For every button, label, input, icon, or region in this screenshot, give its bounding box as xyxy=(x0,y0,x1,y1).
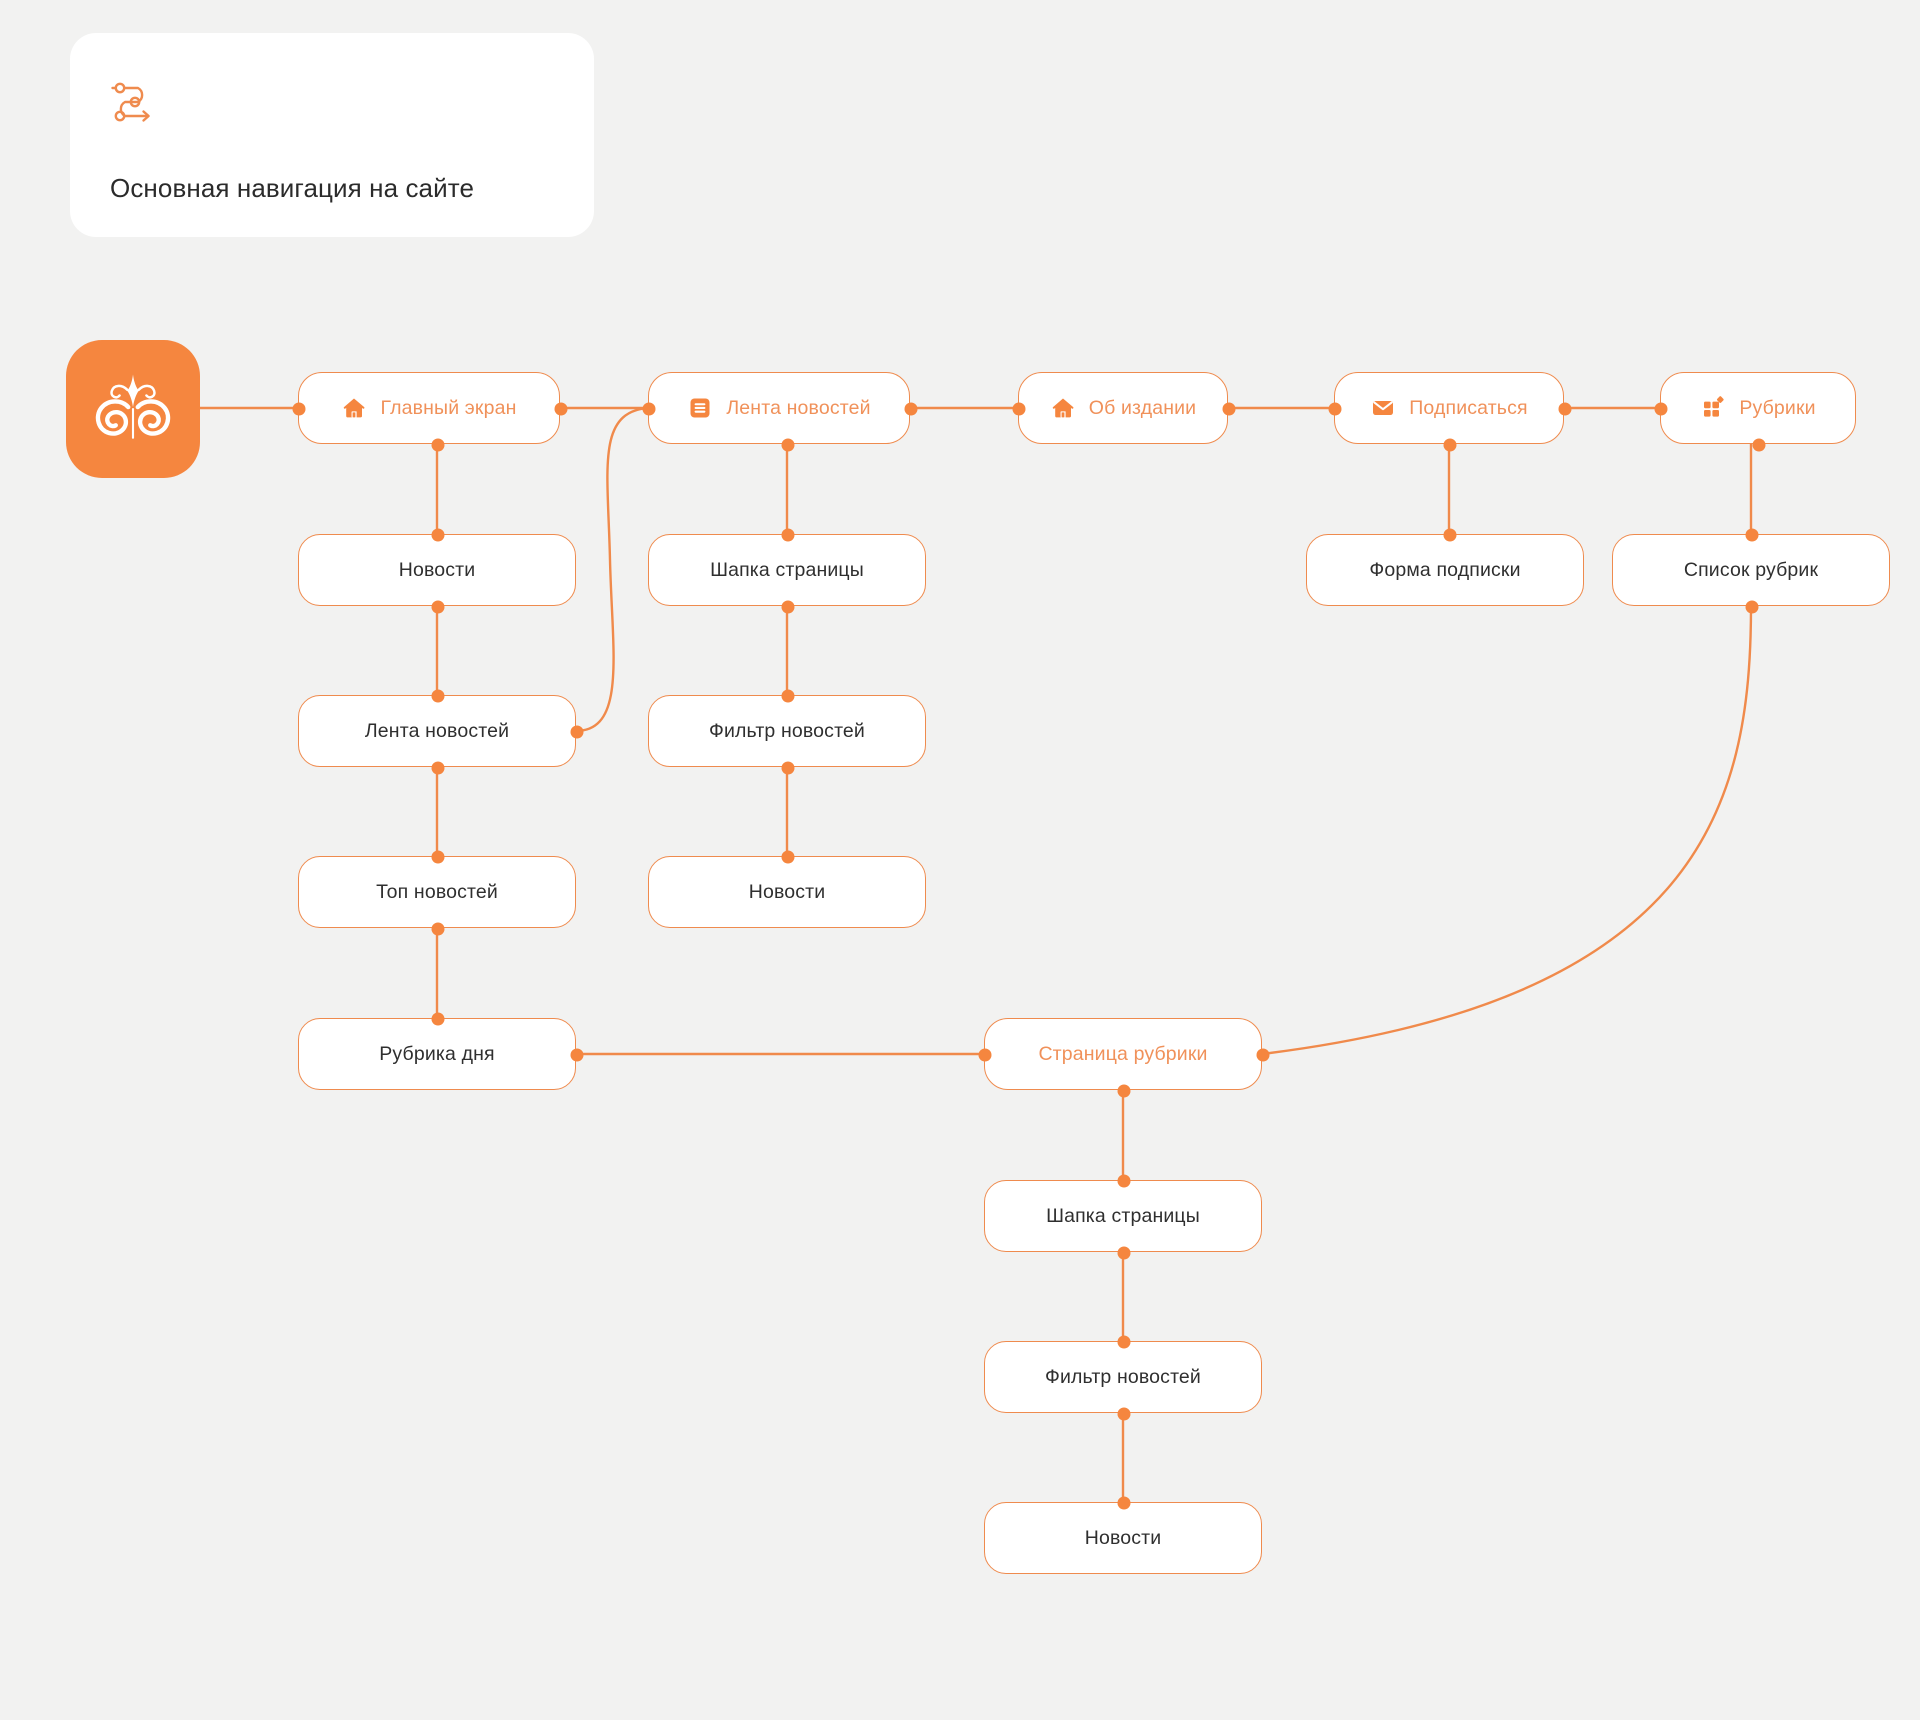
connector-dot-top[interactable] xyxy=(431,528,445,542)
connector-dot-left[interactable] xyxy=(1654,402,1668,416)
node-label: Топ новостей xyxy=(376,880,498,903)
connector-dot-bottom[interactable] xyxy=(431,438,445,452)
node-news-2[interactable]: Новости xyxy=(648,850,926,928)
connector-dot-top[interactable] xyxy=(781,689,795,703)
node-home[interactable]: Главный экран xyxy=(292,372,568,452)
connector-dot-top[interactable] xyxy=(431,1012,445,1026)
node-label: Лента новостей xyxy=(364,719,510,742)
node-label: Шапка страницы xyxy=(1046,1204,1200,1227)
node-label: Лента новостей xyxy=(726,396,871,419)
connector-dot-left[interactable] xyxy=(642,402,656,416)
page-title: Основная навигация на сайте xyxy=(110,173,475,203)
node-news-1[interactable]: Новости xyxy=(298,528,576,614)
node-page-header-1[interactable]: Шапка страницы xyxy=(648,528,926,614)
node-rubrics[interactable]: Рубрики xyxy=(1654,372,1856,452)
node-rubric-list[interactable]: Список рубрик xyxy=(1612,528,1890,614)
connector-dot-left[interactable] xyxy=(1012,402,1026,416)
connector-dot-right[interactable] xyxy=(1558,402,1572,416)
node-news-filter-2[interactable]: Фильтр новостей xyxy=(984,1335,1262,1421)
connector-dot-bottom[interactable] xyxy=(431,761,445,775)
connector-dot-top[interactable] xyxy=(431,850,445,864)
node-label: Страница рубрики xyxy=(1038,1042,1208,1065)
node-about[interactable]: Об издании xyxy=(1012,372,1236,444)
node-top-news[interactable]: Топ новостей xyxy=(298,850,576,936)
connector-dot-right[interactable] xyxy=(570,725,584,739)
connector-dot-top[interactable] xyxy=(1745,528,1759,542)
node-news-3[interactable]: Новости xyxy=(984,1496,1262,1574)
connector-dot-right[interactable] xyxy=(554,402,568,416)
connector-dot-top[interactable] xyxy=(1117,1335,1131,1349)
connector-dot-bottom[interactable] xyxy=(1117,1084,1131,1098)
connector-dot-top[interactable] xyxy=(431,689,445,703)
grid-icon xyxy=(1700,395,1726,421)
title-card: Основная навигация на сайте xyxy=(70,33,594,237)
node-news-filter-1[interactable]: Фильтр новостей xyxy=(648,689,926,775)
connector-dot-right[interactable] xyxy=(1256,1048,1270,1062)
connector-dot-bottom[interactable] xyxy=(1745,600,1759,614)
mail-icon xyxy=(1370,395,1396,421)
ornamental-monogram-logo xyxy=(85,361,181,457)
node-label: Об издании xyxy=(1088,396,1197,419)
node-label: Новости xyxy=(398,558,476,581)
node-label: Список рубрик xyxy=(1683,558,1819,581)
node-label: Фильтр новостей xyxy=(1045,1365,1201,1388)
connector-dot-right[interactable] xyxy=(1222,402,1236,416)
connector-dot-bottom[interactable] xyxy=(781,761,795,775)
connector-dot-left[interactable] xyxy=(292,402,306,416)
connector-dot-bottom[interactable] xyxy=(1117,1407,1131,1421)
connector-dot-top[interactable] xyxy=(781,850,795,864)
connector-dot-top[interactable] xyxy=(1443,528,1457,542)
feed-icon xyxy=(687,395,713,421)
node-label: Форма подписки xyxy=(1369,558,1521,581)
connector-dot-bottom[interactable] xyxy=(1443,438,1457,452)
connector-dot-bottom[interactable] xyxy=(431,600,445,614)
node-subscription-form[interactable]: Форма подписки xyxy=(1306,528,1584,606)
connector-dot-right[interactable] xyxy=(570,1048,584,1062)
node-label: Рубрики xyxy=(1739,396,1816,419)
connector-dot-bottom[interactable] xyxy=(781,438,795,452)
home-icon xyxy=(1050,395,1076,421)
node-rubric-of-the-day[interactable]: Рубрика дня xyxy=(298,1012,584,1090)
connector-dot-left[interactable] xyxy=(978,1048,992,1062)
connector-dot-top[interactable] xyxy=(781,528,795,542)
connector-dot-top[interactable] xyxy=(1117,1496,1131,1510)
connector-dot-right[interactable] xyxy=(904,402,918,416)
connector-dot-bottom[interactable] xyxy=(1752,438,1766,452)
node-subscribe[interactable]: Подписаться xyxy=(1328,372,1572,452)
connector-dot-bottom[interactable] xyxy=(1117,1246,1131,1260)
node-label: Рубрика дня xyxy=(379,1042,495,1065)
node-label: Шапка страницы xyxy=(710,558,864,581)
connector-dot-top[interactable] xyxy=(1117,1174,1131,1188)
connector-dot-bottom[interactable] xyxy=(781,600,795,614)
logo-tile[interactable] xyxy=(66,340,200,478)
connector-dot-left[interactable] xyxy=(1328,402,1342,416)
node-label: Новости xyxy=(748,880,826,903)
route-flow-icon xyxy=(110,79,156,125)
home-icon xyxy=(341,395,367,421)
node-page-header-2[interactable]: Шапка страницы xyxy=(984,1174,1262,1260)
node-label: Фильтр новостей xyxy=(709,719,865,742)
node-label: Подписаться xyxy=(1409,396,1528,419)
node-feed-2[interactable]: Лента новостей xyxy=(298,689,584,775)
node-label: Главный экран xyxy=(380,396,517,419)
node-feed-top[interactable]: Лента новостей xyxy=(642,372,918,452)
connector-dot-bottom[interactable] xyxy=(431,922,445,936)
node-rubric-page[interactable]: Страница рубрики xyxy=(978,1018,1270,1098)
node-label: Новости xyxy=(1084,1526,1162,1549)
